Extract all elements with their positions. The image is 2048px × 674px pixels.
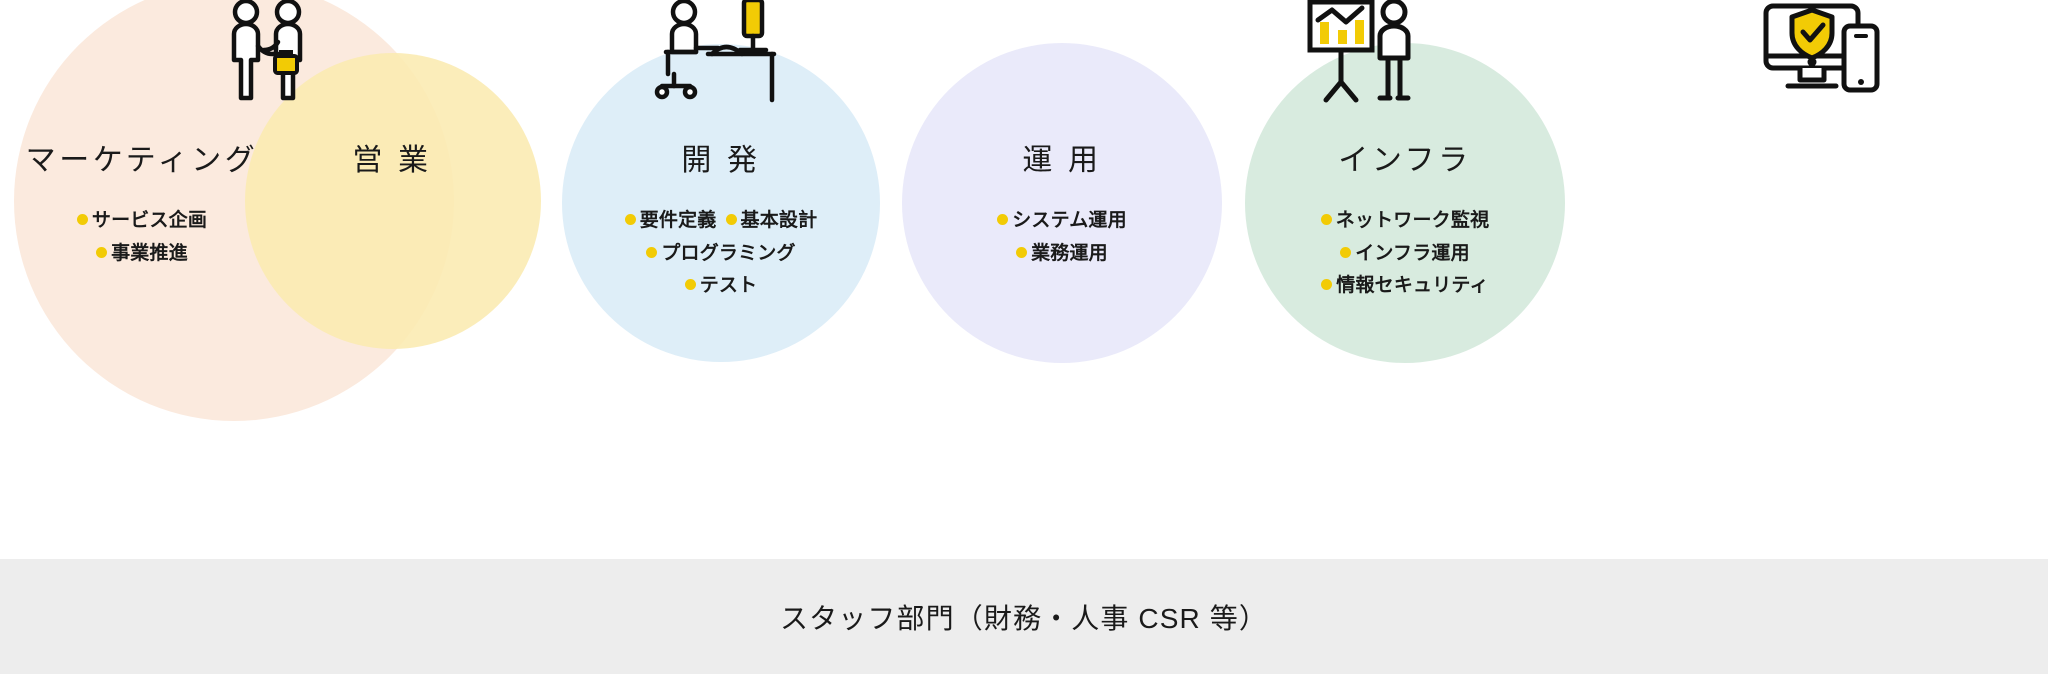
departments-area: マーケティング サービス企画 事業推進 営 業 開 発 要件定義 基本設計 [12,0,1882,421]
group-infrastructure: インフラ ネットワーク監視 インフラ運用 情報セキュリティ [1245,135,1565,303]
bullet-line: 業務運用 [902,238,1222,271]
bullet-label: システム運用 [1012,210,1127,231]
bullet-line: サービス企画 [12,205,272,238]
bullet-line: プログラミング [562,238,880,271]
bullet-label: インフラ運用 [1355,242,1470,264]
bullet-label: 事業推進 [111,242,188,264]
circle-development [562,44,880,362]
bullet-dot-icon [76,214,88,225]
bullet-label: ネットワーク監視 [1335,210,1490,231]
bullet-line: 事業推進 [12,238,272,271]
bullet-item: 業務運用 [1016,238,1108,271]
bullet-item: 基本設計 [725,205,818,238]
bullet-line: テスト [562,270,880,303]
group-sales: 営 業 [282,135,502,179]
bullet-dot-icon [96,246,108,258]
bullet-item: 情報セキュリティ [1321,270,1488,303]
handshake-icon [218,0,318,111]
bullet-label: サービス企画 [91,210,208,231]
bullet-dot-icon [624,214,636,225]
bullet-item: 要件定義 [624,205,717,238]
circle-operations [902,43,1222,363]
bullet-item: プログラミング [646,238,795,271]
bullet-dot-icon [684,279,696,291]
bullet-dot-icon [646,246,658,258]
bullet-dot-icon [1016,246,1028,258]
bullet-line: システム運用 [902,205,1222,238]
bullet-line: インフラ運用 [1245,238,1565,271]
group-development: 開 発 要件定義 基本設計 プログラミング テスト [562,135,880,303]
group-title-operations: 運 用 [1022,144,1102,177]
bullet-line: 要件定義 基本設計 [562,205,880,238]
bullet-label: 情報セキュリティ [1336,275,1489,297]
bullet-label: 基本設計 [740,210,818,231]
bullet-item: ネットワーク監視 [1320,205,1490,238]
staff-department-bar: スタッフ部門（財務・人事 CSR 等） [0,559,2048,674]
group-title-sales: 営 業 [352,144,432,177]
bullet-dot-icon [725,214,737,225]
bullet-list-operations: システム運用 業務運用 [902,205,1222,270]
bullet-line: ネットワーク監視 [1245,205,1565,238]
secure-devices-icon [1762,0,1882,101]
group-title-development: 開 発 [681,144,761,177]
circles-svg [14,0,1565,421]
group-marketing: マーケティング サービス企画 事業推進 [12,135,272,270]
bullet-line: 情報セキュリティ [1245,270,1565,303]
group-operations: 運 用 システム運用 業務運用 [902,135,1222,270]
bullet-list-infrastructure: ネットワーク監視 インフラ運用 情報セキュリティ [1245,205,1565,303]
bullet-dot-icon [1320,214,1332,225]
bullet-label: テスト [699,275,758,297]
bullet-label: 要件定義 [639,210,717,231]
bullet-item: テスト [684,270,758,303]
circle-sales [245,53,541,349]
desk-worker-icon [652,0,780,111]
bullet-item: システム運用 [997,205,1127,238]
staff-department-label: スタッフ部門（財務・人事 CSR 等） [780,602,1268,634]
bullet-dot-icon [1340,246,1352,258]
bullet-label: 業務運用 [1031,242,1108,264]
bullet-label: プログラミング [661,242,796,264]
bullet-dot-icon [997,214,1009,225]
bullet-item: インフラ運用 [1340,238,1470,271]
bullet-dot-icon [1321,279,1333,291]
bullet-item: 事業推進 [96,238,188,271]
group-title-marketing: マーケティング [25,144,259,177]
group-title-infrastructure: インフラ [1338,144,1472,177]
bullet-item: サービス企画 [76,205,208,238]
bullet-list-development: 要件定義 基本設計 プログラミング テスト [562,205,880,303]
presentation-person-icon [1302,0,1420,111]
bullet-list-marketing: サービス企画 事業推進 [12,205,272,270]
